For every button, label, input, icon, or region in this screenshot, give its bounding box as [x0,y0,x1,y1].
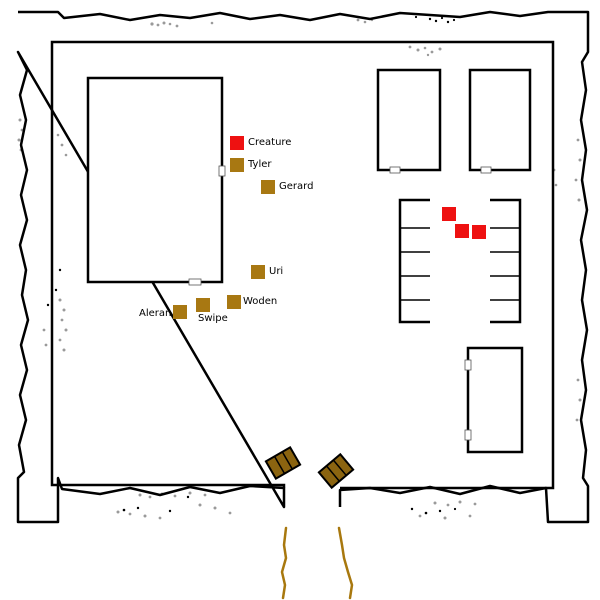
gate-door-left[interactable] [264,445,302,481]
great-hall [86,76,224,284]
aleran-label: Aleran [139,308,172,319]
woden-token[interactable] [227,295,241,309]
creature-label: Creature [248,137,292,148]
storehouse [466,346,524,454]
tyler-token[interactable] [230,158,244,172]
storehouse-door-south[interactable] [464,429,472,441]
inner-wall [50,40,555,490]
uri-label: Uri [269,266,284,277]
rubble-dark [46,15,457,515]
stables [398,198,522,324]
great-hall-south-door[interactable] [188,278,202,286]
great-hall-east-door[interactable] [218,165,226,177]
creature-token[interactable] [230,136,244,150]
gerard-token[interactable] [261,180,275,194]
aleran-token[interactable] [173,305,187,319]
woden-label: Woden [243,296,278,307]
rubble-debris [17,18,582,520]
storehouse-door-north[interactable] [464,359,472,371]
dirt-road [280,526,354,600]
uri-token[interactable] [251,265,265,279]
enemy-token[interactable] [442,207,456,221]
small-house-east [468,68,532,172]
gate-door-right[interactable] [317,452,355,490]
small-house-west [376,68,442,172]
small-house-east-door[interactable] [480,166,492,174]
swipe-token[interactable] [196,298,210,312]
enemy-token[interactable] [455,224,469,238]
gerard-label: Gerard [279,181,314,192]
enemy-token[interactable] [472,225,486,239]
tyler-label: Tyler [248,159,272,170]
small-house-west-door[interactable] [389,166,401,174]
swipe-label: Swipe [198,313,228,324]
